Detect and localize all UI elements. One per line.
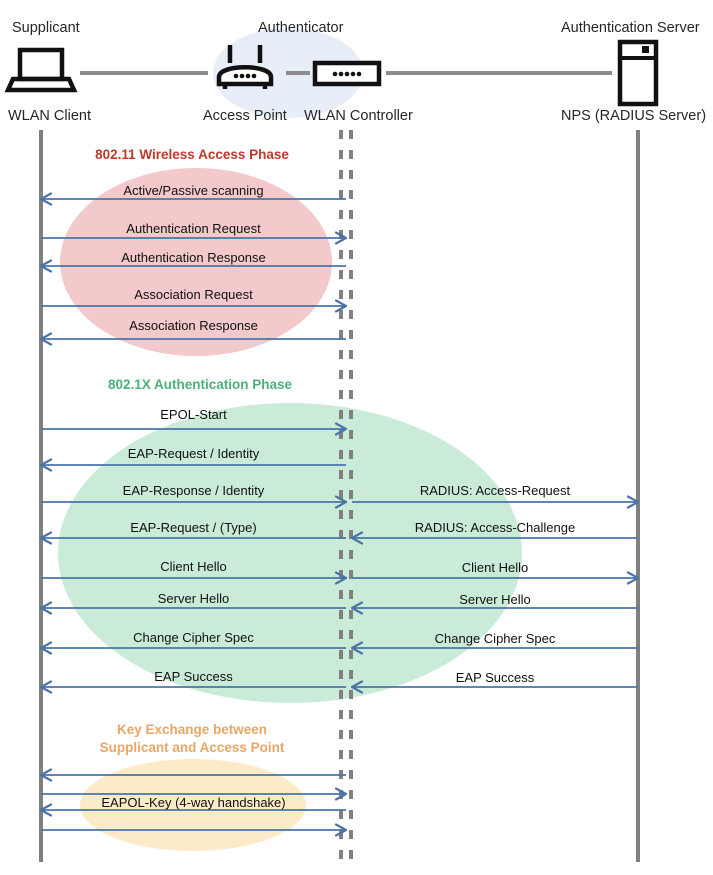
msg-radius-access-request-label: RADIUS: Access-Request (419, 483, 571, 498)
phase-80211-ellipse (60, 168, 332, 356)
msg-radius-access-challenge-label: RADIUS: Access-Challenge (414, 520, 576, 535)
msg-eap-success-left-arrowhead (39, 680, 53, 694)
msg-authentication-response-label: Authentication Response (121, 250, 266, 265)
msg-radius-access-request-arrowhead (626, 495, 640, 509)
laptop-icon (4, 47, 78, 93)
msg-eap-success-right-arrowhead (350, 680, 364, 694)
server-icon (617, 39, 659, 107)
msg-authentication-request-arrowhead (334, 231, 348, 245)
msg-change-cipher-spec-left-label: Change Cipher Spec (133, 630, 254, 645)
msg-eap-request-identity-label: EAP-Request / Identity (127, 446, 260, 461)
msg-active-passive-scanning-arrowhead (39, 192, 53, 206)
msg-key-1-arrowhead (39, 768, 53, 782)
phase-80211-title: 802.11 Wireless Access Phase (95, 147, 289, 162)
msg-eapol-start-arrowhead (334, 422, 348, 436)
role-title-supplicant: Supplicant (12, 20, 80, 36)
device-label-wlan-client: WLAN Client (8, 108, 91, 124)
phase-key-exchange-title-line-2: Supplicant and Access Point (99, 740, 285, 755)
msg-client-hello-left-arrowhead (334, 571, 348, 585)
msg-key-2-arrowhead (334, 787, 348, 801)
msg-eapol-key-handshake-arrowhead (39, 803, 53, 817)
msg-change-cipher-spec-right-arrowhead (350, 641, 364, 655)
phase-key-exchange-ellipse (80, 759, 306, 851)
msg-eap-success-right-label: EAP Success (455, 670, 535, 685)
phase-ellipses-group (58, 168, 522, 851)
phase-8021x-title: 802.1X Authentication Phase (107, 377, 293, 392)
msg-eap-success-left-label: EAP Success (154, 669, 233, 684)
msg-eapol-start-label: EPOL-Start (160, 407, 227, 422)
msg-server-hello-right-label: Server Hello (459, 592, 531, 607)
msg-key-4-arrowhead (334, 823, 348, 837)
msg-eapol-key-handshake-label: EAPOL-Key (4-way handshake) (101, 795, 286, 810)
msg-eap-response-identity-label: EAP-Response / Identity (122, 483, 265, 498)
msg-server-hello-left-label: Server Hello (157, 591, 230, 606)
msg-authentication-response-arrowhead (39, 259, 53, 273)
role-title-authenticator: Authenticator (258, 20, 344, 36)
phase-8021x-ellipse (58, 403, 522, 703)
msg-eap-request-type-arrowhead (39, 531, 53, 545)
msg-active-passive-scanning-label: Active/Passive scanning (123, 183, 264, 198)
msg-authentication-request-label: Authentication Request (126, 221, 261, 236)
msg-client-hello-left-label: Client Hello (160, 559, 227, 574)
msg-server-hello-right-arrowhead (350, 601, 364, 615)
device-label-wlan-controller: WLAN Controller (304, 108, 413, 124)
msg-association-response-label: Association Response (129, 318, 258, 333)
msg-eap-request-type-label: EAP-Request / (Type) (130, 520, 257, 535)
phase-key-exchange-title-line-1: Key Exchange between (116, 722, 268, 737)
msg-association-request-arrowhead (334, 299, 348, 313)
access-point-icon (216, 45, 274, 89)
device-label-nps-radius-server: NPS (RADIUS Server) (561, 108, 707, 124)
msg-server-hello-left-arrowhead (39, 601, 53, 615)
msg-eap-request-identity-arrowhead (39, 458, 53, 472)
msg-change-cipher-spec-left-arrowhead (39, 641, 53, 655)
msg-client-hello-right-arrowhead (626, 571, 640, 585)
role-title-authentication-server: Authentication Server (561, 20, 700, 36)
device-label-access-point: Access Point (203, 108, 287, 124)
msg-association-response-arrowhead (39, 332, 53, 346)
msg-change-cipher-spec-right-label: Change Cipher Spec (434, 631, 556, 646)
switch-icon (312, 60, 382, 87)
msg-radius-access-challenge-arrowhead (350, 531, 364, 545)
msg-association-request-label: Association Request (134, 287, 253, 302)
msg-eap-response-identity-arrowhead (334, 495, 348, 509)
msg-client-hello-right-label: Client Hello (461, 560, 529, 575)
